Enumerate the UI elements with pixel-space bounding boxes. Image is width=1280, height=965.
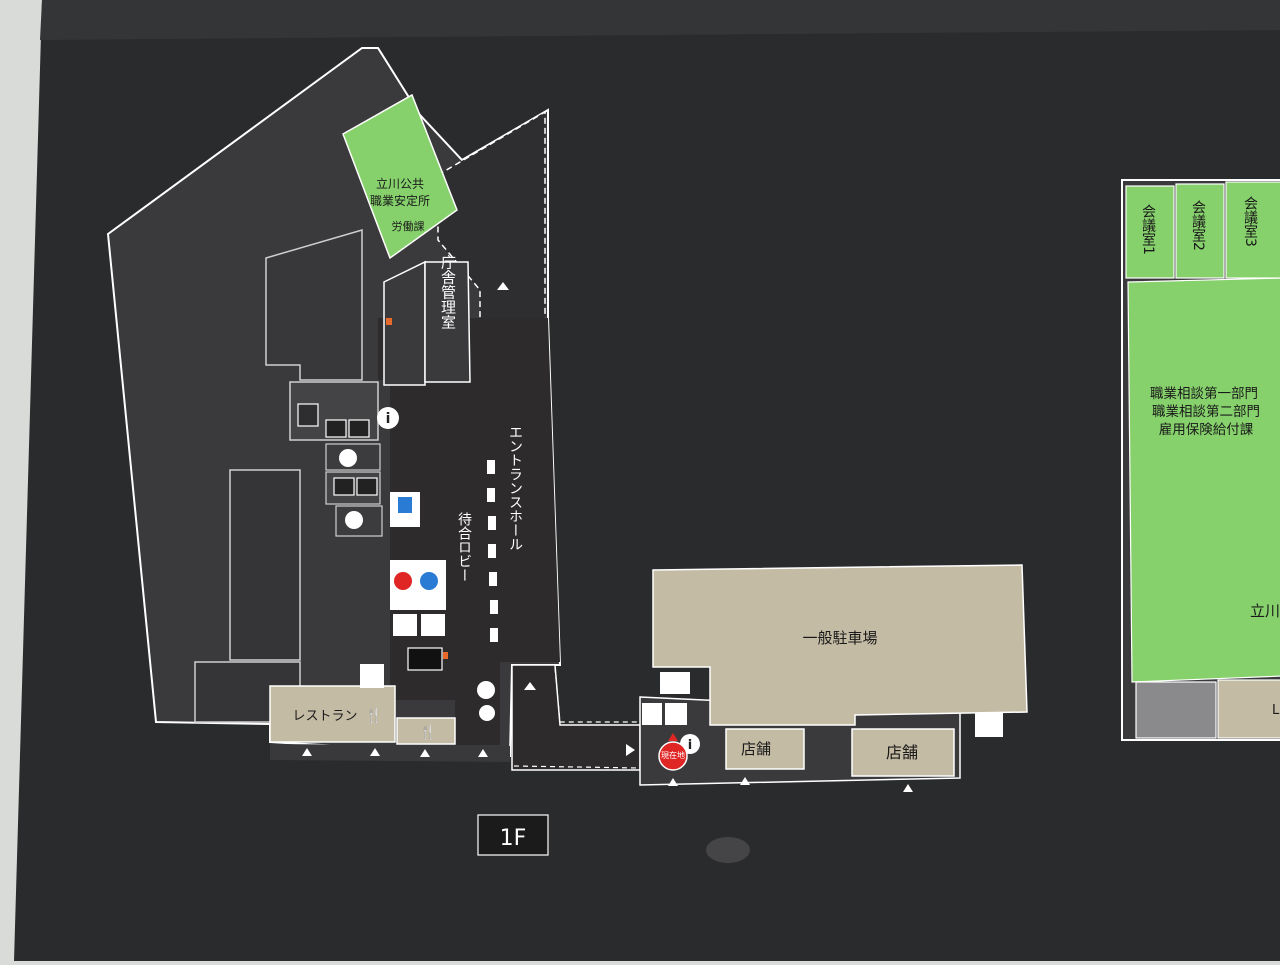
- meeting-room-3: [1225, 181, 1280, 279]
- entrance-arrow: [302, 748, 312, 756]
- floor-label: 1F: [500, 826, 527, 851]
- admin-room-label: 庁舎管理室: [439, 255, 457, 330]
- front-walkway: [270, 744, 510, 762]
- male-restroom-icon: [420, 572, 438, 590]
- telephone-icon: [477, 681, 495, 699]
- lane-mark: [488, 516, 496, 530]
- elevator-c: [407, 647, 443, 671]
- mailbox-icon: [479, 705, 495, 721]
- link-dashed-line-2: [513, 765, 641, 769]
- job-office-label-3: 労働課: [392, 219, 425, 233]
- lane-mark: [487, 460, 495, 474]
- entrance-arrow: [524, 682, 536, 690]
- accessible-restroom-icon: [421, 614, 445, 636]
- job-office-label-2: 職業安定所: [370, 193, 430, 208]
- shop-1: [725, 728, 805, 770]
- cafe-area: [396, 717, 456, 745]
- far-right-cut-label: 立川: [1250, 602, 1280, 620]
- entrance-hall-floor: [378, 318, 560, 745]
- info-icon: [377, 407, 399, 429]
- you-are-here-pointer: [668, 733, 678, 741]
- lane-mark: [489, 572, 497, 586]
- meeting-room-3-label: 会議室3: [1242, 196, 1258, 247]
- link-dashed-line: [554, 667, 642, 723]
- shop-2-label: 店舗: [886, 743, 918, 762]
- entrance-arrow: [478, 749, 488, 757]
- entrance-hall-label: エントランスホール: [507, 425, 523, 551]
- info-icon-glyph: i: [386, 411, 391, 427]
- you-are-here-marker: [658, 741, 688, 771]
- entrance-arrow: [497, 282, 509, 290]
- floor-label-box: [477, 814, 549, 856]
- department-1-label: 職業相談第一部門: [1150, 385, 1258, 402]
- tan-room-cut-label: L: [1272, 703, 1280, 718]
- marker-square: [443, 652, 448, 659]
- meeting-room-2: [1175, 183, 1225, 279]
- escalator-icon-right: [660, 672, 690, 694]
- escalator-zone-a: [325, 443, 381, 471]
- inner-room-b: [229, 469, 301, 661]
- left-building: 立川公共 職業安定所 労働課 庁舎管理室 エントランスホール 待合ロビー i: [106, 47, 562, 762]
- shop-2: [851, 728, 955, 777]
- lane-mark: [488, 544, 496, 558]
- job-office-label-1: 立川公共: [376, 176, 424, 191]
- cafe-icon: 🍴: [419, 724, 436, 741]
- entrance-arrow: [668, 778, 678, 786]
- admin-sub-room: [383, 260, 426, 386]
- restaurant-icon: 🍴: [365, 707, 382, 724]
- escalator-icon: [345, 511, 363, 529]
- far-right-building: 会議室1 会議室2 会議室3 職業相談第一部門 職業相談第二部門 雇用保険給付課…: [1121, 179, 1280, 741]
- waiting-lobby-label: 待合ロビー: [456, 512, 472, 582]
- entrance-arrow: [740, 777, 750, 785]
- shop-1-label: 店舗: [741, 740, 771, 758]
- tan-room-cut: [1217, 679, 1280, 739]
- department-3-label: 雇用保険給付課: [1159, 421, 1254, 438]
- department-2-label: 職業相談第二部門: [1152, 403, 1260, 420]
- elevator-a1: [325, 419, 347, 438]
- info-icon-right-glyph: i: [688, 738, 692, 753]
- gray-room: [1135, 681, 1217, 739]
- entrance-arrow: [370, 748, 380, 756]
- atm-icon: [398, 497, 412, 513]
- escalator-icon-far-right: [975, 713, 1003, 737]
- accessible-icon-right: [642, 703, 662, 725]
- admin-room: [424, 261, 471, 383]
- parking-area: [652, 564, 1028, 726]
- you-are-here-label: 現在地: [661, 750, 685, 760]
- job-office-area: [342, 93, 458, 260]
- entrance-arrow: [626, 744, 635, 756]
- entrance-arrow: [420, 749, 430, 757]
- elevator-b1: [333, 477, 355, 496]
- right-building: 一般駐車場 店舗 店舗 i 現在地: [639, 564, 1028, 792]
- elevator-a2: [348, 419, 370, 438]
- escalator-zone-b: [335, 505, 383, 537]
- stroller-icon: [339, 449, 357, 467]
- inner-room-a: [265, 229, 363, 381]
- restaurant-area: [269, 685, 396, 743]
- counseling-area: [1127, 277, 1280, 683]
- female-restroom-icon: [394, 572, 412, 590]
- elevator-b2: [356, 477, 378, 496]
- lane-mark: [487, 488, 495, 502]
- parking-label: 一般駐車場: [802, 629, 877, 647]
- lane-mark: [490, 628, 498, 642]
- meeting-room-1: [1125, 185, 1175, 279]
- restroom-icon-small: [360, 664, 384, 688]
- lane-mark: [490, 600, 498, 614]
- meeting-room-1-label: 会議室1: [1140, 204, 1156, 255]
- marker-square: [386, 318, 392, 325]
- meeting-room-2-label: 会議室2: [1190, 200, 1206, 251]
- board-top-shade: [40, 0, 1280, 40]
- smudge: [706, 837, 750, 863]
- stair-block: [297, 403, 319, 427]
- restaurant-label: レストラン: [292, 709, 357, 724]
- escalator-icon-right-2: [665, 703, 687, 725]
- entrance-arrow: [903, 784, 913, 792]
- baby-care-icon: [393, 614, 417, 636]
